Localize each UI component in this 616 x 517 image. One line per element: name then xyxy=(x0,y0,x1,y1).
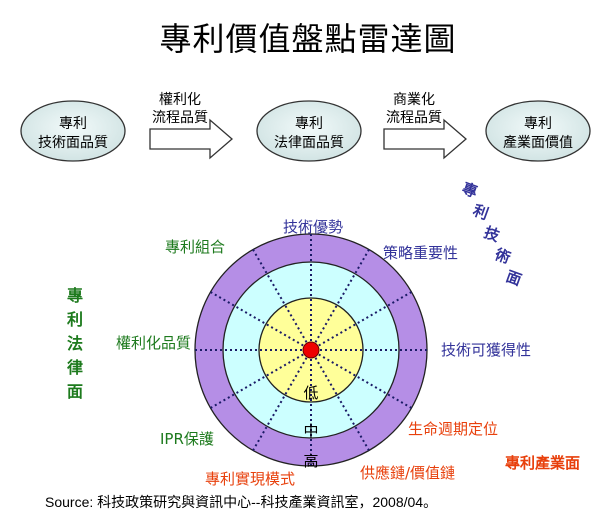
source-note: Source: 科技政策研究與資訊中心--科技產業資訊室，2008/04。 xyxy=(45,494,438,510)
facet-legal-char: 法 xyxy=(67,334,83,353)
center-dot xyxy=(302,341,320,359)
axis-label-patenting-quality: 權利化品質 xyxy=(116,334,191,352)
facet-technical-char: 面 xyxy=(504,267,524,289)
axis-label-portfolio: 專利組合 xyxy=(165,238,225,256)
axis-label-lifecycle: 生命週期定位 xyxy=(408,420,498,438)
axis-label-supply-chain: 供應鏈/價值鏈 xyxy=(360,464,455,482)
axis-label-ipr-protection: IPR保護 xyxy=(160,430,214,448)
flow-arrow-patenting: 權利化 流程品質 xyxy=(149,92,233,160)
stage-line: 產業面價值 xyxy=(503,134,573,151)
arrow-label: 流程品質 xyxy=(152,110,208,126)
axis-label-strategic-importance: 策略重要性 xyxy=(383,244,458,262)
arrow-label: 流程品質 xyxy=(386,110,442,126)
facet-technical-char: 利 xyxy=(471,201,491,223)
axis-label-tech-availability: 技術可獲得性 xyxy=(441,341,531,359)
arrow-label: 權利化 xyxy=(159,92,201,108)
stage-technical-quality: 專利 技術面品質 xyxy=(20,100,126,162)
facet-technical-char: 技 xyxy=(482,223,503,245)
stage-line: 專利 xyxy=(59,116,87,132)
axis-labels: 技術優勢 策略重要性 技術可獲得性 生命週期定位 供應鏈/價值鏈 專利實現模式 … xyxy=(116,218,531,488)
level-mid: 中 xyxy=(303,422,318,440)
axis-label-tech-advantage: 技術優勢 xyxy=(283,218,343,236)
facet-label-industry: 專利產業面 xyxy=(505,454,580,472)
level-low: 低 xyxy=(303,384,318,402)
facet-technical-char: 專 xyxy=(460,179,480,201)
facet-legal-char: 律 xyxy=(67,358,83,377)
stage-industry-value: 專利 產業面價值 xyxy=(485,100,591,162)
level-high: 高 xyxy=(303,452,318,470)
facet-technical-char: 術 xyxy=(492,245,513,267)
stage-legal-quality: 專利 法律面品質 xyxy=(256,100,362,162)
stage-line: 專利 xyxy=(524,116,552,132)
stage-line: 技術面品質 xyxy=(38,135,108,151)
flow-arrow-commercialization: 商業化 流程品質 xyxy=(383,92,467,160)
arrow-label: 商業化 xyxy=(393,92,435,108)
stage-line: 專利 xyxy=(295,116,323,132)
facet-legal-char: 面 xyxy=(67,382,83,401)
axis-label-realization-mode: 專利實現模式 xyxy=(205,470,295,488)
facet-legal-char: 專 xyxy=(67,286,83,305)
stage-line: 法律面品質 xyxy=(274,135,344,151)
facet-legal-char: 利 xyxy=(67,310,83,329)
page-title: 專利價值盤點雷達圖 xyxy=(159,20,457,58)
